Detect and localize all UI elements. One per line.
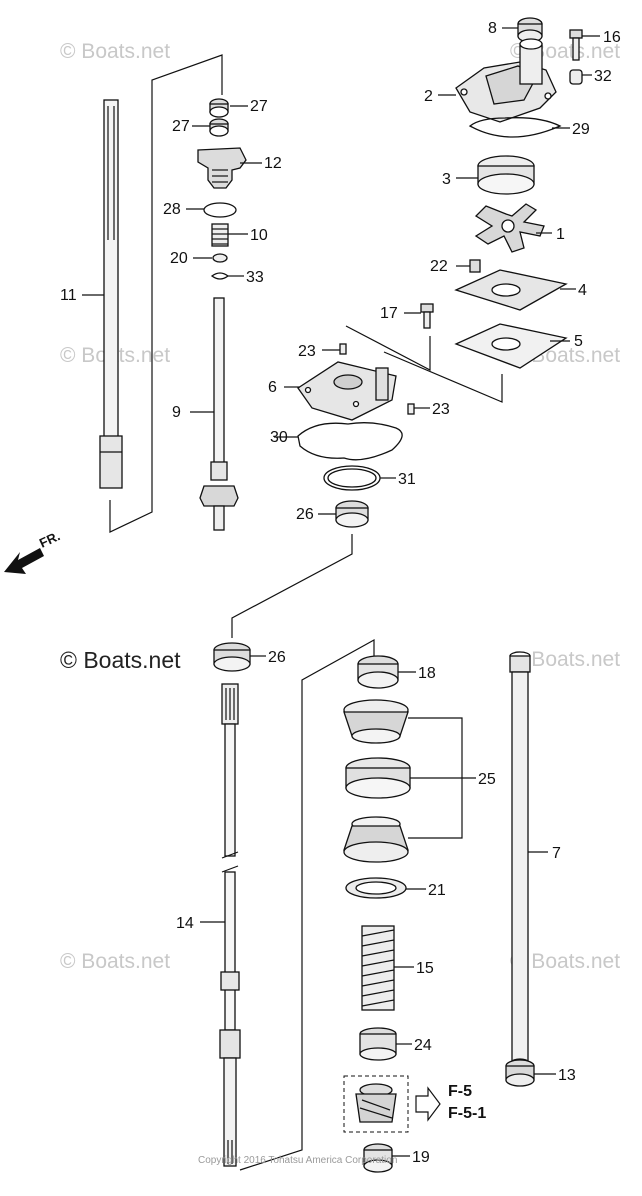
part-4-plate (454, 269, 568, 311)
part-23-pin-a (339, 343, 347, 355)
part-7-water-tube (509, 651, 531, 1066)
bracket-lower (239, 638, 375, 1171)
callout-1: 1 (556, 226, 565, 243)
callout-8: 8 (488, 20, 497, 37)
part-31-o-ring-inner (327, 468, 377, 488)
callout-10: 10 (250, 227, 268, 244)
callout-30: 30 (270, 429, 288, 446)
watermark-7: © Boats.net (510, 950, 620, 973)
callout-9: 9 (172, 404, 181, 421)
reference-arrow-icon (415, 1086, 441, 1122)
part-15-spring (361, 925, 395, 1011)
part-22-key (469, 259, 481, 273)
callout-13: 13 (558, 1067, 576, 1084)
callout-16: 16 (603, 29, 621, 46)
part-6-pump-case (297, 361, 397, 421)
part-25-bearing-lower (343, 816, 409, 863)
forward-direction-arrow: FR. (4, 528, 62, 574)
callout-6: 6 (268, 379, 277, 396)
part-2-pump-housing (455, 38, 557, 123)
part-17-bolt (420, 303, 434, 329)
callout-11: 11 (60, 287, 77, 304)
part-18-bearing (357, 655, 399, 689)
part-1-impeller (474, 203, 545, 253)
part-25-race (345, 757, 411, 799)
part-33-clip (210, 272, 230, 280)
part-26-seal-lower (213, 642, 251, 672)
watermark-main: © Boats.net (60, 647, 181, 673)
bracket-upper-left (109, 54, 223, 533)
callout-4: 4 (578, 282, 587, 299)
part-8-grommet (517, 17, 543, 43)
copyright-text: Copyright 2016 Tohatsu America Corporati… (198, 1155, 397, 1166)
callout-2: 2 (424, 88, 433, 105)
part-10-spring (211, 223, 229, 247)
watermark-5: © Boats.net (510, 648, 620, 671)
callout-28: 28 (163, 201, 181, 218)
part-27-bushing-lower (209, 118, 229, 137)
callout-26a: 26 (296, 506, 314, 523)
fr-label: FR. (37, 528, 62, 550)
part-16-bolt (569, 29, 583, 61)
part-25-bearing-upper (343, 699, 409, 744)
watermark-6: © Boats.net (60, 950, 170, 973)
bracket-pump-5 (383, 351, 503, 403)
callout-26b: 26 (268, 649, 286, 666)
callout-17: 17 (380, 305, 398, 322)
part-20-washer (212, 253, 228, 263)
watermark-1: © Boats.net (60, 40, 170, 63)
part-14-drive-shaft-lower (219, 683, 241, 1167)
part-26-seal-upper (335, 500, 369, 528)
part-11-drive-shaft-upper (99, 99, 123, 489)
part-24-needle-bearing (359, 1027, 397, 1061)
callout-31: 31 (398, 471, 416, 488)
part-28-o-ring (203, 202, 237, 218)
callout-33: 33 (246, 269, 264, 286)
part-12-gear (197, 147, 247, 189)
part-23-pin-b (407, 403, 415, 415)
part-5-gasket (454, 323, 568, 369)
part-29-gasket (468, 117, 562, 138)
callout-25: 25 (478, 771, 496, 788)
bracket-seal-link (231, 534, 353, 638)
callout-27b: 27 (172, 118, 190, 135)
callout-14: 14 (176, 915, 194, 932)
part-13-grommet (505, 1059, 535, 1087)
callout-19: 19 (412, 1149, 430, 1166)
callout-29: 29 (572, 121, 590, 138)
callout-5: 5 (574, 333, 583, 350)
callout-27a: 27 (250, 98, 268, 115)
part-19-nut (363, 1143, 393, 1173)
callout-22: 22 (430, 258, 448, 275)
pinion-gear-reference-box (343, 1075, 409, 1133)
callout-20: 20 (170, 250, 188, 267)
callout-23a: 23 (298, 343, 316, 360)
callout-23b: 23 (432, 401, 450, 418)
part-30-gasket (297, 422, 403, 461)
callout-3: 3 (442, 171, 451, 188)
part-21-shim-hole (355, 881, 397, 895)
callout-24: 24 (414, 1037, 432, 1054)
callout-12: 12 (264, 155, 282, 172)
part-3-impeller-liner (477, 155, 535, 195)
callout-7: 7 (552, 845, 561, 862)
reference-f5[interactable]: F-5 (448, 1083, 472, 1100)
callout-21: 21 (428, 882, 446, 899)
callout-32: 32 (594, 68, 612, 85)
bracket-pump-17 (345, 325, 431, 371)
part-9-shift-rod (199, 297, 239, 531)
callout-18: 18 (418, 665, 436, 682)
part-27-bushing-upper (209, 98, 229, 118)
reference-f5-1[interactable]: F-5-1 (448, 1105, 486, 1122)
callout-15: 15 (416, 960, 434, 977)
part-32-cap (569, 69, 583, 85)
